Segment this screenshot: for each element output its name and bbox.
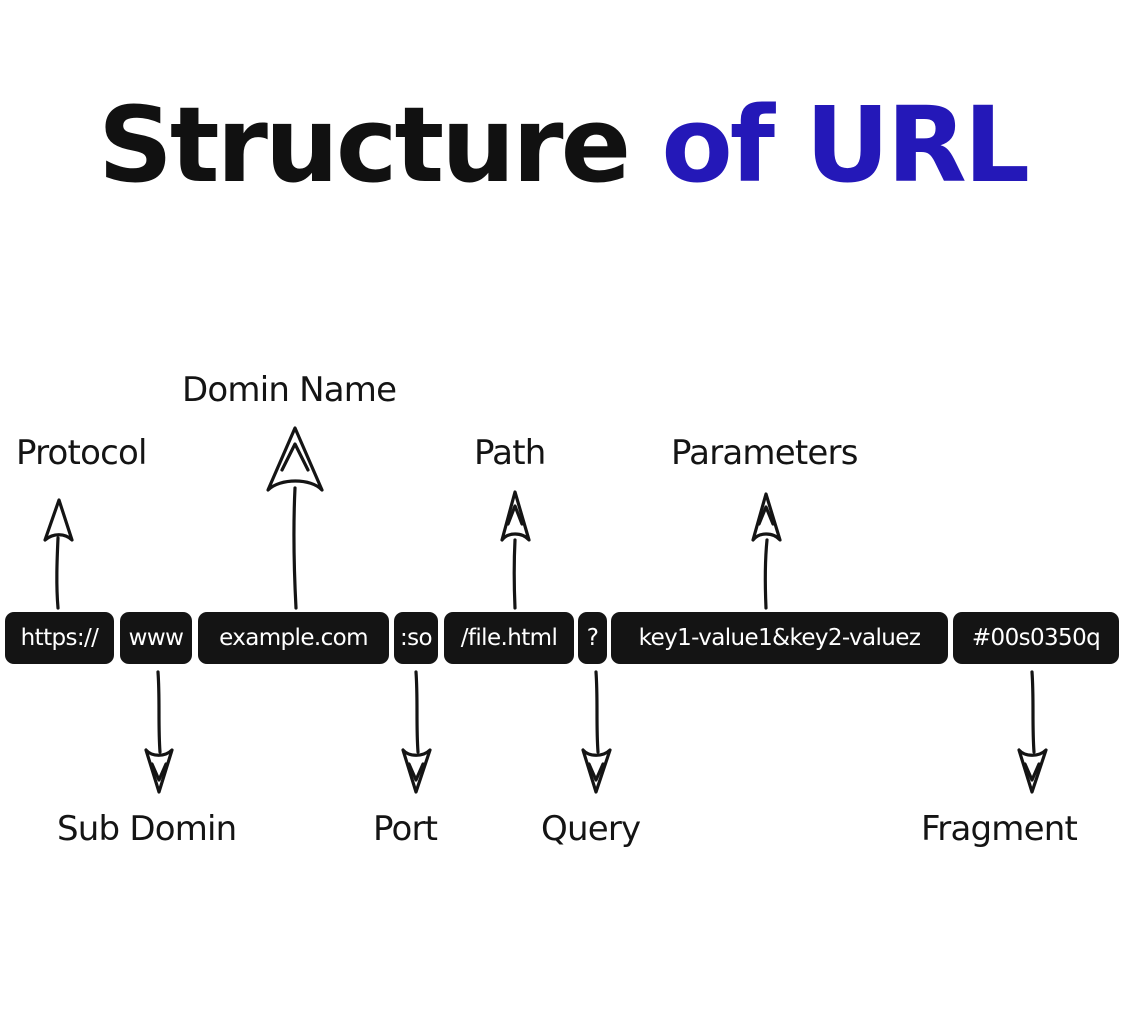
url-segments-bar: https:// www example.com :so /file.html … (0, 612, 1125, 668)
path-up-arrow-icon (500, 490, 531, 610)
protocol-up-arrow-icon (43, 498, 74, 610)
label-port: Port (373, 809, 438, 849)
label-fragment: Fragment (921, 809, 1078, 849)
label-query: Query (541, 809, 641, 849)
label-protocol: Protocol (16, 433, 147, 473)
query-down-arrow-icon (581, 670, 612, 794)
label-parameters: Parameters (671, 433, 858, 473)
url-segment-subdomain: www (120, 612, 192, 664)
url-segment-parameters: key1-value1&key2-valuez (611, 612, 948, 664)
parameters-up-arrow-icon (751, 492, 782, 610)
label-domain-name: Domin Name (182, 370, 397, 410)
url-segment-fragment: #00s0350q (953, 612, 1119, 664)
title-part-of-url: of URL (661, 84, 1030, 206)
url-segment-query: ? (578, 612, 607, 664)
url-segment-port: :so (394, 612, 438, 664)
label-path: Path (474, 433, 546, 473)
url-segment-path: /file.html (444, 612, 574, 664)
page-title: Structure of URL (0, 88, 1125, 202)
url-segment-domain: example.com (198, 612, 389, 664)
url-segment-protocol: https:// (5, 612, 114, 664)
port-down-arrow-icon (401, 670, 432, 794)
domain-name-up-arrow-icon (266, 426, 324, 610)
label-sub-domain: Sub Domin (57, 809, 237, 849)
sub-domain-down-arrow-icon (144, 670, 174, 794)
title-part-structure: Structure (97, 84, 631, 206)
fragment-down-arrow-icon (1017, 670, 1048, 794)
